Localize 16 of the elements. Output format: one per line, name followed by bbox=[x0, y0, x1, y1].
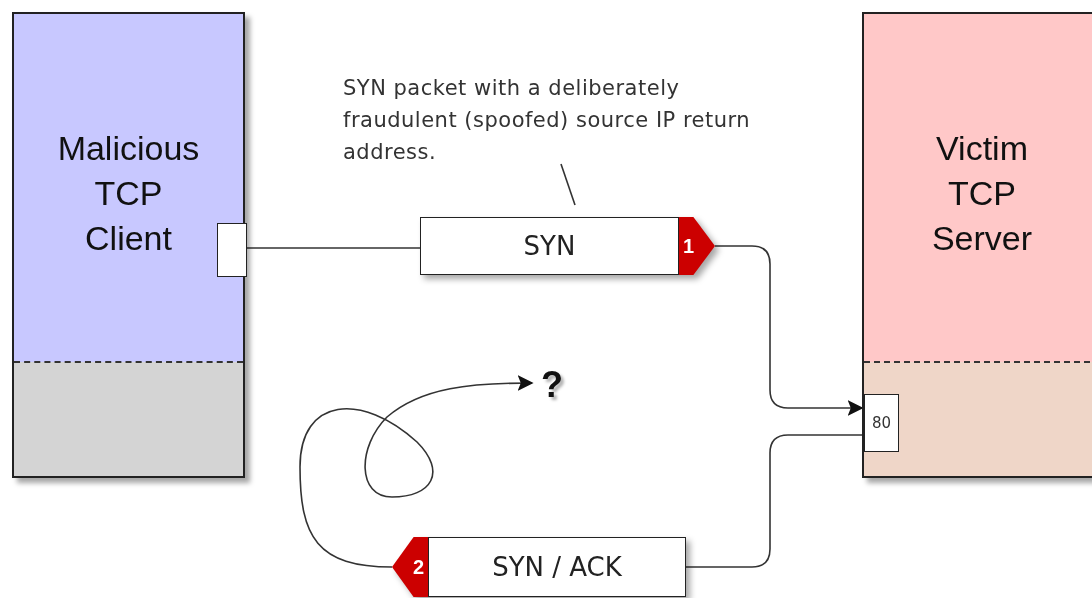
packet-label: SYN bbox=[420, 217, 679, 275]
connector-line bbox=[685, 434, 863, 568]
arrow bbox=[714, 245, 864, 416]
host-title: Victim TCP Server bbox=[931, 128, 1033, 259]
host-box bbox=[12, 12, 245, 478]
leader-line bbox=[560, 163, 576, 206]
arrow bbox=[299, 375, 534, 568]
port-box: 80 bbox=[864, 394, 899, 452]
host-box bbox=[862, 12, 1092, 478]
sequence-tag: 2 bbox=[392, 537, 428, 597]
packet-label: SYN / ACK bbox=[428, 537, 686, 597]
port-box bbox=[217, 223, 247, 277]
host-title: Malicious TCP Client bbox=[57, 128, 200, 259]
question-mark: ? bbox=[536, 364, 568, 406]
annotation-text: SYN packet with a deliberately fraudulent (spoofed) source IP return address. bbox=[343, 72, 753, 170]
sequence-tag: 1 bbox=[679, 217, 715, 275]
